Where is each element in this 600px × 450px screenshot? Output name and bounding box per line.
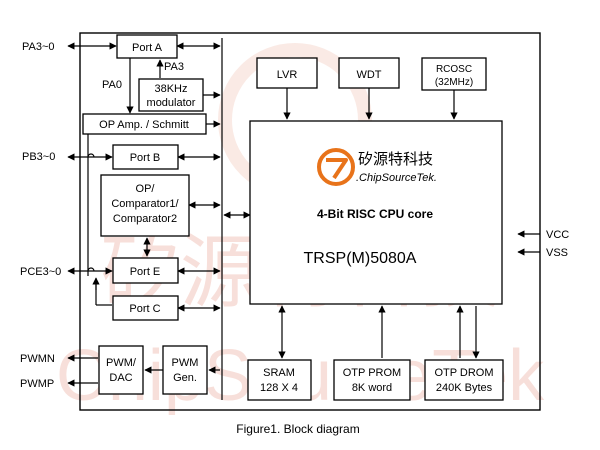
- pin-pce-label: PCE3~0: [20, 266, 61, 278]
- wdt-label: WDT: [356, 69, 381, 81]
- port-c-block: [112, 295, 179, 321]
- logo-chinese: 矽源特科技: [358, 151, 433, 168]
- pwm-dac-label-line1: PWM/: [106, 357, 137, 369]
- pin-pwmn-label: PWMN: [20, 353, 55, 365]
- sram-block: [247, 359, 312, 401]
- op-amp-label: OP Amp. / Schmitt: [99, 119, 189, 131]
- comparator-label-line2: Comparator1/: [111, 198, 179, 210]
- logo-seven-icon: [326, 158, 348, 180]
- chip-boundary: [79, 32, 541, 411]
- sram-label-line2: 128 X 4: [260, 382, 298, 394]
- figure-caption: Figure1. Block diagram: [236, 422, 359, 436]
- otp-prom-label-line2: 8K word: [352, 382, 392, 394]
- port-b-label: Port B: [130, 152, 161, 164]
- otp-prom-block: [333, 359, 411, 401]
- sram-label-line1: SRAM: [263, 367, 295, 379]
- comparator-label-line3: Comparator2: [113, 213, 177, 225]
- pin-vss-label: VSS: [546, 247, 568, 259]
- modulator-block: [138, 78, 204, 112]
- otp-drom-block: [424, 359, 504, 401]
- company-logo: 矽源特科技 .ChipSourceTek.: [317, 148, 437, 186]
- port-c-label: Port C: [129, 303, 160, 315]
- wire-pce-hop: [87, 267, 95, 272]
- rcosc-label-line1: RCOSC: [436, 64, 472, 75]
- pin-vcc-label: VCC: [546, 229, 569, 241]
- modulator-label-line2: modulator: [147, 97, 196, 109]
- logo-ring-icon: [317, 148, 355, 186]
- logo-latin: .ChipSourceTek.: [356, 172, 437, 184]
- rcosc-block: [421, 57, 487, 91]
- port-a-label: Port A: [132, 42, 163, 54]
- port-e-block: [112, 257, 179, 284]
- signal-pa3-label: PA3: [164, 61, 184, 73]
- comparator-label-line1: OP/: [136, 183, 156, 195]
- cpu-label: 4-Bit RISC CPU core: [317, 207, 433, 221]
- comparator-block: [100, 174, 190, 237]
- pwm-gen-block: [162, 345, 208, 395]
- otp-drom-label-line1: OTP DROM: [434, 367, 493, 379]
- modulator-label-line1: 38KHz: [154, 83, 187, 95]
- otp-prom-label-line1: OTP PROM: [343, 367, 401, 379]
- otp-drom-label-line2: 240K Bytes: [436, 382, 493, 394]
- chip-name: TRSP(M)5080A: [304, 250, 417, 267]
- lvr-block: [256, 57, 318, 89]
- pwm-gen-label-line1: PWM: [172, 357, 199, 369]
- wire-pb-hop: [87, 153, 95, 158]
- pwm-gen-label-line2: Gen.: [173, 372, 197, 384]
- wdt-block: [338, 57, 400, 89]
- pin-pb-label: PB3~0: [22, 151, 55, 163]
- pwm-dac-label-line2: DAC: [109, 372, 132, 384]
- pin-pa-label: PA3~0: [22, 41, 55, 53]
- rcosc-label-line2: (32MHz): [435, 77, 473, 88]
- port-e-label: Port E: [130, 266, 161, 278]
- pin-pwmp-label: PWMP: [20, 378, 54, 390]
- cpu-core-block: [249, 120, 503, 305]
- pwm-dac-block: [98, 345, 144, 395]
- lvr-label: LVR: [277, 69, 298, 81]
- signal-pa0-label: PA0: [102, 79, 122, 91]
- port-b-block: [112, 144, 179, 170]
